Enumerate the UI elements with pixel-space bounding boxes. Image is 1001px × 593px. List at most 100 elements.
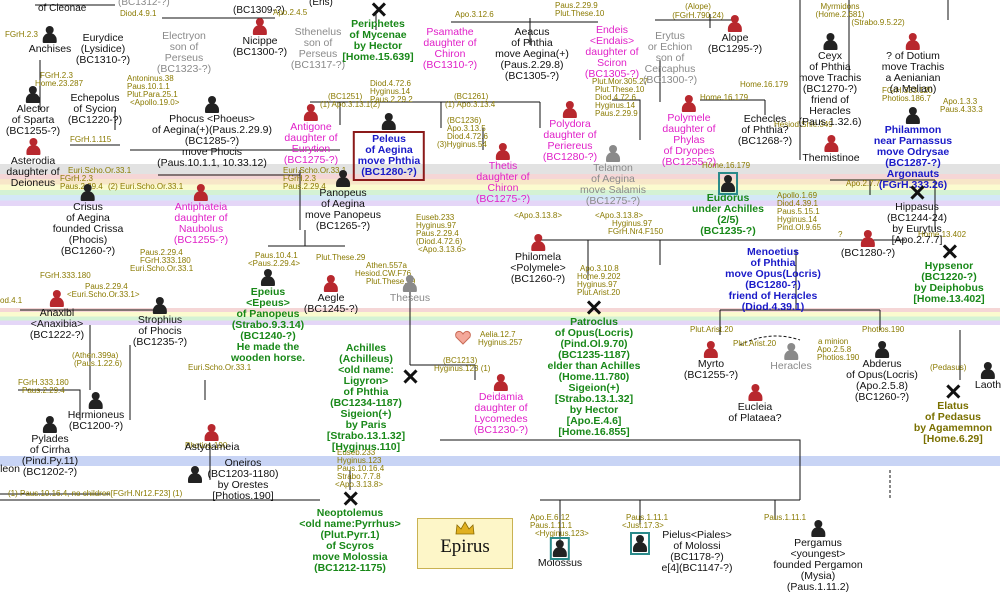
person-label-line: Phocus <Phoeus>: [169, 113, 255, 125]
ref-label: Euseb.233: [416, 213, 455, 222]
ref-label: Myrmidons: [820, 2, 860, 11]
person-label-line: Molossus: [537, 557, 583, 569]
person-pielus[interactable]: Pielus<Piales>of Molossi(BC1178-?)e[4](B…: [661, 530, 732, 574]
person-label-line: Eurydice: [82, 32, 124, 44]
person-label-line: [Apo.E.4.6]: [566, 415, 622, 427]
ref-label: FGrH.2.3: [5, 30, 38, 39]
ref-label: FGrH.Nr4.F150: [608, 227, 664, 236]
person-eurydice[interactable]: Eurydice(Lysidice)(BC1310-?): [76, 33, 130, 66]
person-oneiros[interactable]: Oneiros(BC1203-1180)by Orestes[Photios.1…: [207, 458, 278, 502]
person-philomela[interactable]: Philomela<Polymele>(BC1260-?): [510, 234, 566, 285]
person-astydameia[interactable]: Astydameia: [184, 424, 240, 453]
person-label: Pielus<Piales>of Molossi(BC1178-?)e[4](B…: [661, 530, 732, 574]
female-icon: [324, 275, 338, 292]
person-label-line: Astydameia: [184, 441, 240, 453]
person-label-line: move Odrysae: [876, 146, 950, 158]
person-label-line: Pylades: [31, 433, 69, 445]
person-hypsenor[interactable]: Hypsenor(BC1220-?)by Deiphobus[Home.13.4…: [913, 243, 984, 305]
person-label-line: Echepolus: [70, 92, 120, 104]
person-heracles[interactable]: Heracles: [770, 343, 812, 372]
person-epeius[interactable]: Epeius<Epeus>of Panopeus(Strabo.9.3.14)(…: [231, 269, 305, 364]
person-label-line: (BC1287-?): [885, 157, 941, 169]
person-label-line: Ceyx: [818, 50, 842, 62]
person-label-line: Elatus: [937, 400, 969, 412]
person-eleon[interactable]: leon: [0, 464, 20, 475]
person-anchises[interactable]: Anchises: [29, 26, 71, 55]
person-alope[interactable]: Alope(BC1295-?): [708, 15, 762, 55]
male-icon: [335, 170, 350, 187]
person-label-line: move Salamis: [580, 184, 646, 196]
male-icon: [153, 297, 167, 314]
person-anaxibi[interactable]: Anaxibi<Anaxibia>(BC1222-?): [30, 290, 84, 341]
ref-label: Diod.4.72.6: [595, 93, 636, 102]
female-icon: [304, 104, 318, 121]
person-hippasus[interactable]: Hippasus(BC1244-24)by Eurytus[Apo.2.7.7]: [887, 184, 947, 246]
person-label-line: son of: [169, 41, 199, 53]
person-nicippe[interactable]: Nicippe(BC1300-?): [233, 18, 287, 58]
male-icon: [981, 362, 995, 379]
epirus-dynasty-badge[interactable]: Epirus: [417, 518, 513, 569]
person-molossus[interactable]: Molossus: [538, 537, 582, 569]
person-pergamus[interactable]: Pergamus<youngest>founded Pergamon(Mysia…: [773, 520, 863, 593]
person-achilles[interactable]: Achilles(Achilleus)<old name:Ligyron>of …: [327, 343, 405, 453]
ref-label: Apo.3.12.6: [455, 10, 494, 19]
ref-label: Paus.1.11.1: [764, 513, 807, 522]
person-myrto[interactable]: Myrto(BC1255-?): [684, 341, 738, 381]
person-laoth[interactable]: Laoth: [975, 362, 1001, 391]
person-label-line: (BC1235-1187): [558, 349, 630, 361]
male-icon: [382, 113, 396, 130]
person-bc1280[interactable]: (BC1280-?): [841, 230, 895, 259]
person-label-line: Themistinoe: [802, 152, 860, 164]
person-label-line: of Aegina: [591, 173, 635, 185]
person-neoptolemus[interactable]: Neoptolemus<old name:Pyrrhus>(Plut.Pyrr.…: [299, 490, 401, 574]
ref-label: Apo.2.5.8: [817, 345, 852, 354]
person-label-line: of Aegina: [66, 212, 110, 224]
person-label-line: move Panopeus: [305, 209, 381, 221]
ref-label: Apo.2.7.7: [846, 179, 881, 188]
person-hermioneus[interactable]: Hermioneus(BC1200-?): [68, 392, 124, 432]
ref-label: Plut.These.10: [555, 9, 605, 18]
person-theseus[interactable]: Theseus: [390, 275, 430, 304]
person-aegle[interactable]: Aegle(BC1245-?): [304, 275, 358, 315]
person-label: Molossus: [538, 558, 582, 569]
person-label-line: Pielus<Piales>: [662, 529, 732, 541]
person-label-line: of Opus(Locris): [554, 327, 634, 339]
person-label-line: Argonauts: [886, 168, 940, 180]
person-themistinoe[interactable]: Themistinoe: [802, 135, 860, 164]
person-phocus[interactable]: Phocus <Phoeus>of Aegina(+)(Paus.2.29.9)…: [152, 96, 272, 169]
person-label-line: of Panopeus: [236, 308, 300, 320]
